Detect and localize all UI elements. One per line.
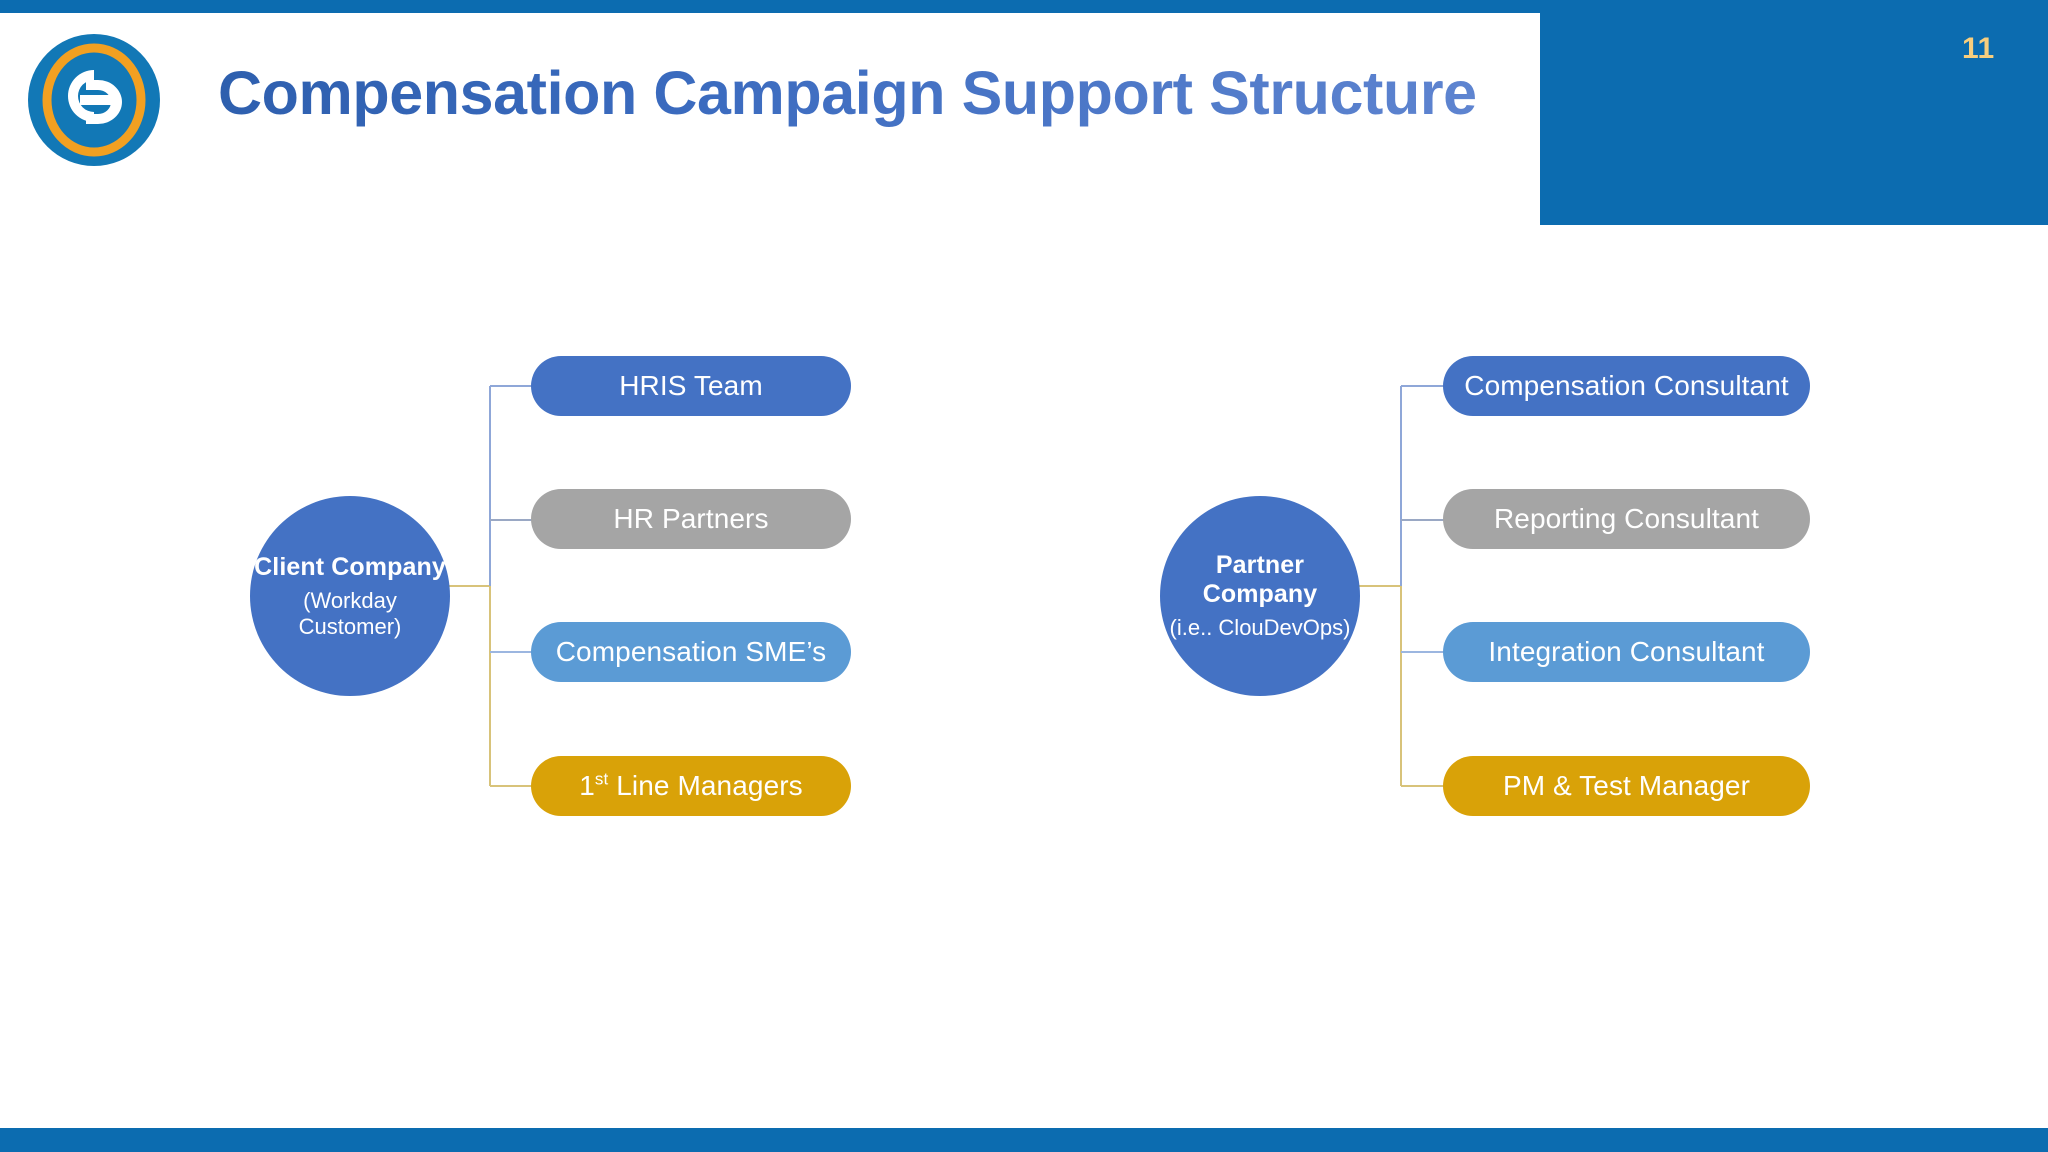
node-integration-consultant[interactable]: Integration Consultant — [1443, 622, 1810, 682]
node-label: HRIS Team — [619, 370, 763, 401]
hub-title: Client Company — [254, 552, 446, 581]
node-label: Integration Consultant — [1488, 636, 1765, 667]
node-hris-team[interactable]: HRIS Team — [531, 356, 851, 416]
node-label: HR Partners — [613, 503, 769, 534]
hub-subtitle: (i.e.. ClouDevOps) — [1169, 615, 1351, 641]
node-label: Compensation SME’s — [555, 636, 827, 667]
page-number: 11 — [1962, 32, 1995, 65]
node-label-superscript: st — [594, 769, 609, 789]
page-title: Compensation Campaign Support Structure — [218, 59, 1477, 127]
node-compensation-consultant[interactable]: Compensation Consultant — [1443, 356, 1810, 416]
node-label: 1st Line Managers — [579, 770, 803, 802]
node-reporting-consultant[interactable]: Reporting Consultant — [1443, 489, 1810, 549]
node-label-rest: Line Managers — [608, 770, 803, 801]
hub-title: Partner Company — [1202, 551, 1318, 608]
cd-monogram-logo — [28, 34, 160, 166]
top-accent-bar — [0, 0, 2048, 13]
bottom-accent-bar — [0, 1128, 2048, 1152]
node-compensation-smes[interactable]: Compensation SME’s — [531, 622, 851, 682]
node-label: Reporting Consultant — [1493, 503, 1760, 534]
node-first-line-managers[interactable]: 1st Line Managers — [531, 756, 851, 816]
node-hr-partners[interactable]: HR Partners — [531, 489, 851, 549]
hub-client-company[interactable]: Client Company (Workday Customer) — [250, 496, 450, 696]
hub-partner-company[interactable]: Partner Company (i.e.. ClouDevOps) — [1160, 496, 1360, 696]
node-label-prefix: 1 — [579, 770, 595, 801]
node-pm-test-manager[interactable]: PM & Test Manager — [1443, 756, 1810, 816]
node-label: PM & Test Manager — [1502, 770, 1751, 801]
node-label: Compensation Consultant — [1464, 370, 1789, 401]
hub-subtitle: (Workday Customer) — [298, 588, 402, 639]
